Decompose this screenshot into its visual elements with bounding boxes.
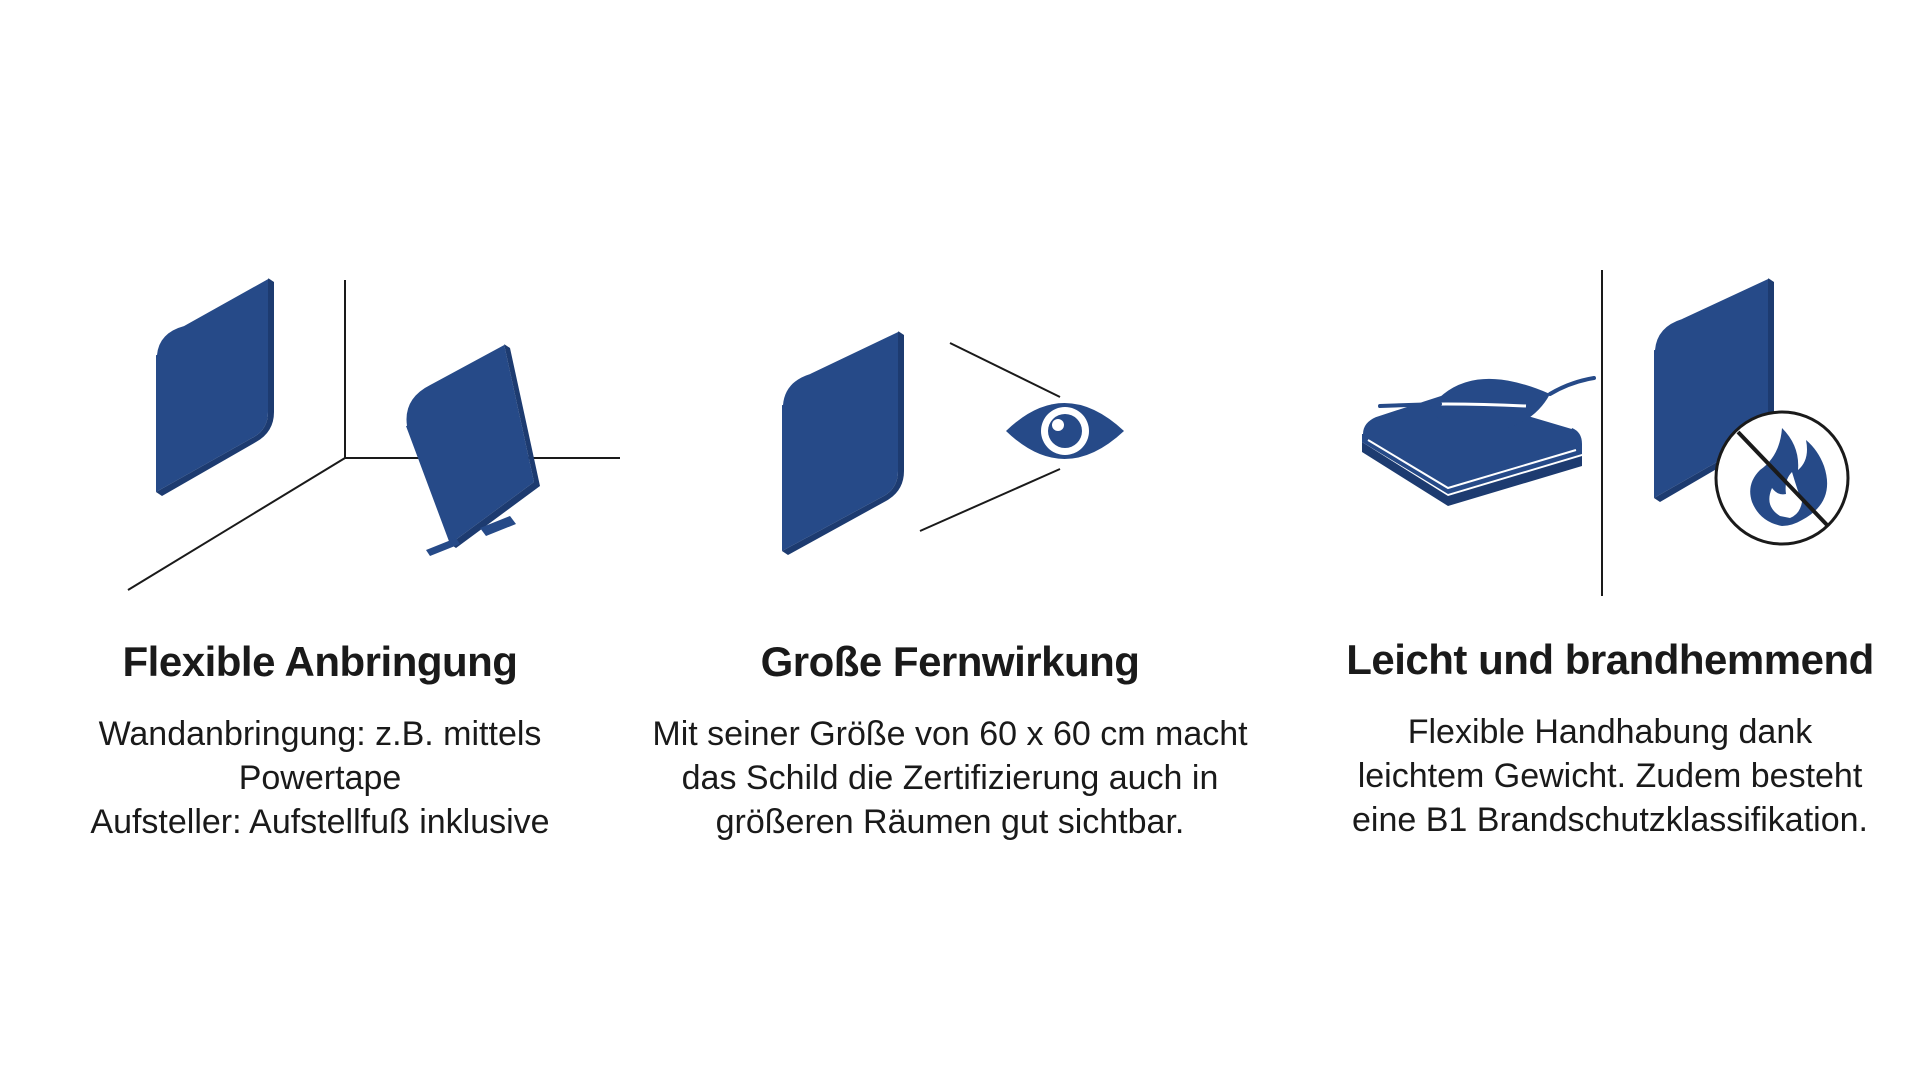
feature-title: Leicht und brandhemmend: [1346, 636, 1874, 683]
feature-description-line: Aufsteller: Aufstellfuß inklusive: [90, 803, 550, 841]
feature-long-range-visibility: Große Fernwirkung Mit seiner Größe von 6…: [610, 0, 1290, 1080]
eye-icon: [1006, 403, 1124, 459]
wall-panel-icon: [155, 277, 274, 496]
feature-description-line: eine B1 Brandschutzklassifikation.: [1352, 801, 1868, 839]
feature-description: Mit seiner Größe von 60 x 60 cm macht da…: [610, 712, 1290, 844]
standing-panel-icon: [404, 343, 540, 556]
feature-description-line: das Schild die Zertifizierung auch in: [681, 759, 1219, 797]
feature-title: Flexible Anbringung: [122, 638, 518, 685]
feature-description-line: Mit seiner Größe von 60 x 60 cm macht: [652, 715, 1248, 753]
no-fire-icon: [1714, 410, 1850, 546]
feature-description: Flexible Handhabung dank leichtem Gewich…: [1310, 710, 1910, 842]
feature-description: Wandanbringung: z.B. mittels Powertape A…: [40, 712, 600, 844]
feature-description-line: leichtem Gewicht. Zudem besteht: [1357, 757, 1863, 795]
wall-mount-and-stand-icon: [127, 277, 620, 591]
feature-flexible-mounting: Flexible Anbringung Wandanbringung: z.B.…: [40, 0, 620, 1080]
feature-description-line: Flexible Handhabung dank: [1407, 713, 1813, 751]
feature-description-line: Powertape: [238, 759, 402, 797]
feature-description-line: größeren Räumen gut sichtbar.: [715, 803, 1185, 841]
sign-panel-icon: [781, 330, 904, 555]
feature-title: Große Fernwirkung: [760, 638, 1140, 685]
leaf-and-fire-protection-icon: [1361, 270, 1850, 596]
sign-with-eye-icon: [781, 330, 1124, 555]
feature-light-and-flame-retardant: Leicht und brandhemmend Flexible Handhab…: [1310, 0, 1910, 1080]
leaf-icon: [1378, 376, 1596, 432]
feature-description-line: Wandanbringung: z.B. mittels: [98, 715, 542, 753]
